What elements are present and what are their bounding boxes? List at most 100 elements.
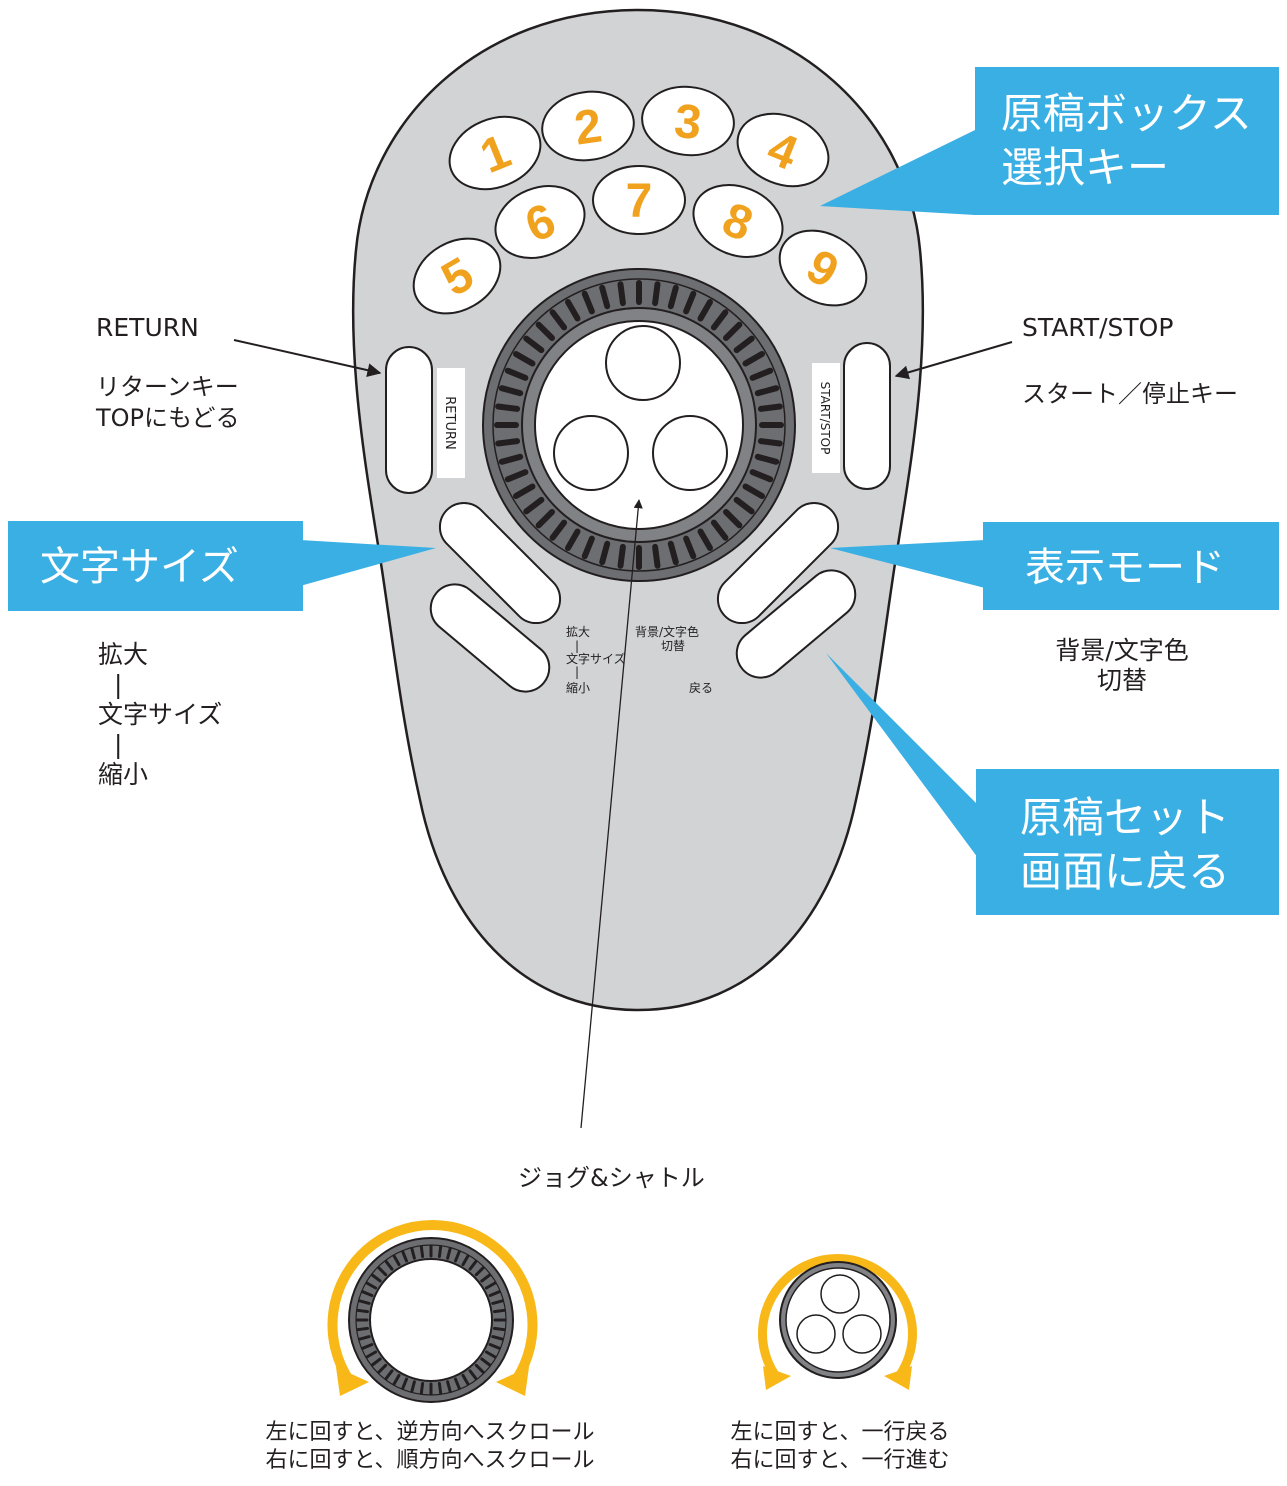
grip-tick: [523, 335, 545, 354]
jog-right-arrowhead: [884, 1366, 912, 1390]
number-key-2[interactable]: 2: [538, 86, 639, 166]
grip-tick: [723, 509, 743, 529]
number-key-1[interactable]: 1: [439, 104, 552, 202]
grip-tick: [358, 1299, 371, 1305]
text-size-description: 拡大 | 文字サイズ | 縮小: [98, 640, 222, 790]
grip-tick: [599, 540, 611, 566]
start-stop-key-tag-text: START/STOP: [818, 382, 832, 455]
jog-illustration: [758, 1254, 917, 1390]
return-desc-line1: リターンキー: [96, 373, 239, 401]
callout-text-size: 文字サイズ: [8, 521, 303, 611]
grip-tick: [484, 1350, 497, 1359]
jog-caption: 左に回すと、一行戻る 右に回すと、一行進む: [690, 1419, 990, 1475]
shuttle-illustration-grips: [355, 1244, 507, 1396]
grip-tick: [504, 469, 529, 483]
grip-tick: [454, 1250, 461, 1263]
number-key-9[interactable]: 9: [766, 216, 880, 321]
shuttle-caption-line2: 右に回すと、順方向へスクロール: [265, 1448, 595, 1473]
jog-shuttle-dial[interactable]: [482, 268, 796, 582]
panel-size-bar-2: |: [575, 665, 579, 679]
grip-tick: [754, 453, 780, 465]
grip-tick: [495, 438, 521, 447]
text-size-zoom-out-key[interactable]: [421, 575, 559, 702]
grip-tick: [410, 1380, 416, 1393]
start-stop-key[interactable]: [843, 342, 891, 490]
grip-tick: [652, 281, 661, 307]
shuttle-illustration: [327, 1219, 538, 1403]
grip-tick: [419, 1245, 425, 1258]
grip-tick: [697, 299, 713, 322]
grip-tick: [742, 351, 765, 367]
back-to-setup-key[interactable]: [727, 561, 865, 688]
text-size-desc-text-size: 文字サイズ: [98, 700, 223, 729]
grip-tick: [474, 1363, 485, 1374]
panel-size-bar-1: |: [575, 639, 579, 653]
grip-tick: [488, 1290, 501, 1297]
return-key[interactable]: [385, 346, 433, 494]
grip-tick: [356, 1308, 369, 1314]
grip-tick: [513, 483, 536, 499]
grip-tick: [491, 1299, 504, 1305]
number-key-4[interactable]: 4: [727, 101, 840, 199]
display-mode-description: 背景/文字色 切替: [1022, 636, 1222, 696]
grip-tick: [757, 438, 783, 447]
text-size-desc-bar1: |: [114, 670, 123, 699]
grip-tick: [468, 1369, 478, 1381]
panel-back: 戻る: [689, 681, 713, 695]
number-key-6[interactable]: 6: [485, 173, 596, 271]
start-stop-title: START/STOP: [1022, 313, 1174, 342]
callout-return-setup-line1: 原稿セット: [1020, 793, 1231, 842]
grip-tick: [365, 1281, 378, 1290]
return-title: RETURN: [96, 313, 199, 342]
grip-tick: [484, 1281, 497, 1290]
jog-leader-arrow: [580, 499, 643, 1129]
callout-pointer-display-mode: [830, 540, 985, 588]
grip-tick: [361, 1343, 374, 1350]
grip-tick: [474, 1266, 485, 1277]
grip-tick: [437, 1382, 443, 1395]
panel-bg-color-2: 切替: [661, 639, 685, 653]
grip-tick: [652, 543, 661, 569]
display-mode-key[interactable]: [708, 493, 848, 633]
grip-tick: [493, 1326, 506, 1332]
number-key-7-label: 7: [626, 175, 653, 228]
grip-tick: [749, 367, 774, 381]
grip-tick: [710, 519, 729, 541]
grip-tick: [733, 496, 755, 515]
grip-tick: [599, 284, 611, 310]
jog-dimple-left: [553, 415, 629, 491]
grip-tick: [410, 1247, 416, 1260]
grip-tick: [370, 1357, 382, 1367]
grip-tick: [565, 528, 581, 551]
grip-tick: [667, 540, 679, 566]
number-keys[interactable]: 1 2 3 4 5 6 7 8: [400, 82, 880, 328]
grip-tick: [549, 519, 568, 541]
number-key-7[interactable]: 7: [592, 165, 686, 235]
callout-doc-box-keys: 原稿ボックス 選択キー: [975, 67, 1279, 215]
number-key-8[interactable]: 8: [683, 172, 794, 270]
callout-pointer-return-setup: [826, 653, 978, 858]
grip-tick: [754, 385, 780, 397]
number-key-5[interactable]: 5: [400, 224, 514, 329]
grip-tick: [377, 1266, 388, 1277]
return-key-tag-text: RETURN: [442, 396, 457, 449]
number-key-3[interactable]: 3: [639, 82, 738, 159]
grip-tick: [437, 1245, 443, 1258]
grip-tick: [498, 453, 524, 465]
grip-tick: [535, 509, 555, 529]
callout-return-to-setup: 原稿セット 画面に戻る: [976, 769, 1279, 915]
grip-tick: [384, 1259, 394, 1271]
grip-tick: [401, 1377, 408, 1390]
grip-tick: [370, 1273, 382, 1283]
grip-tick: [498, 385, 524, 397]
callout-return-setup-line2: 画面に戻る: [1020, 847, 1231, 896]
grip-tick: [365, 1350, 378, 1359]
grip-tick: [565, 299, 581, 322]
callout-pointer-text-size: [300, 540, 436, 586]
display-mode-desc-line2: 切替: [1096, 666, 1147, 695]
grip-tick: [392, 1373, 401, 1386]
callout-display-mode: 表示モード: [983, 522, 1279, 610]
return-desc-line2: TOPにもどる: [96, 404, 240, 432]
shuttle-caption: 左に回すと、逆方向へスクロール 右に回すと、順方向へスクロール: [215, 1419, 645, 1475]
